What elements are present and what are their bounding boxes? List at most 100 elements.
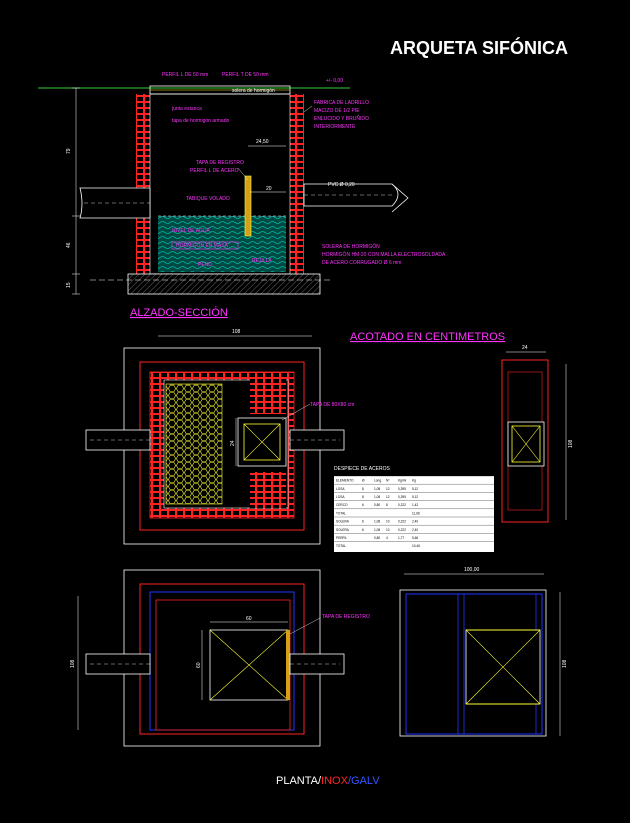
label-wall-3: ENLUCIDO Y BRUÑIDO — [314, 115, 369, 122]
dim-height-lower: 46 — [66, 242, 72, 248]
footer-part-galv: /GALV — [348, 775, 380, 787]
label-cover-1: TAPA DE REGISTRO — [196, 160, 244, 166]
table-cell: Long. — [374, 479, 382, 483]
cover-square — [243, 423, 281, 461]
label-wall-4: INTERIORMENTE — [314, 124, 356, 130]
table-cell: CERCO — [336, 503, 348, 507]
water-body — [158, 216, 286, 272]
top-plan-view: 108 24 TAPA DE 80X80 cm — [85, 329, 354, 545]
dim-lower-height: 60 — [196, 662, 202, 668]
label-wall-1: FABRICA DE LADRILLO — [314, 100, 369, 106]
table-cell: 12 — [386, 487, 390, 491]
table-cell: 5,12 — [412, 487, 418, 491]
side-detail-view: 24 108 — [501, 345, 574, 523]
table-cell: 5,66 — [412, 536, 418, 540]
dim-height-upper: 79 — [66, 148, 72, 154]
label-slope: PEND. — [198, 262, 213, 268]
table-cell: LOSA — [336, 495, 345, 499]
label-sub2: tapa de hormigón armado — [172, 118, 229, 124]
footer-label: PLANTA/INOX/GALV — [276, 775, 380, 787]
dim-lower-width: 60 — [246, 616, 252, 622]
table-cell: 0,80 — [374, 536, 380, 540]
label-water-level: NIVEL DE AGUA — [172, 228, 211, 234]
label-grate: REJILLA — [252, 258, 272, 264]
steel-table: DESPIECE DE ACEROS ELEMENTO Ø Long. Nº Kg/ml… — [334, 466, 494, 552]
table-title: DESPIECE DE ACEROS — [334, 466, 391, 472]
dim-width-top: 24,50 — [256, 139, 269, 145]
label-level: +/- 0,00 — [326, 78, 343, 84]
table-cell: 2,40 — [412, 528, 418, 532]
table-cell: 2,40 — [412, 520, 418, 524]
section-title-dimensions: ACOTADO EN CENTIMETROS — [350, 331, 505, 343]
label-profile-right: PERFIL T DE 50 mm — [222, 72, 269, 78]
table-cell: 6 — [362, 503, 364, 507]
dim-lower-side: 108 — [70, 659, 76, 668]
grate-area — [165, 383, 223, 505]
table-cell: 8 — [386, 503, 388, 507]
label-base-1: SOLERA DE HORMIGÓN — [322, 243, 380, 250]
elevation-section: 79 46 15 24,50 20 PERFIL L DE 50 mm PERF… — [38, 72, 446, 295]
table-cell: 8 — [362, 495, 364, 499]
label-base-2: HORMIGÓN HM-20 CON MALLA ELECTROSOLDADA — [322, 251, 446, 258]
lower-side-view: 100,00 108 — [399, 567, 568, 737]
label-wall-2: MACIZO DE 1/2 PIE — [314, 108, 360, 114]
table-cell: PERFIL — [336, 536, 347, 540]
table-cell: 8 — [362, 487, 364, 491]
table-cell: 1,08 — [374, 495, 380, 499]
table-cell: 10 — [386, 528, 390, 532]
table-cell: 11,66 — [412, 511, 420, 515]
baffle-plate — [244, 175, 252, 237]
table-cell: 1,77 — [398, 536, 404, 540]
dim-side-height: 108 — [568, 439, 574, 448]
table-cell: Kg/ml — [398, 479, 406, 483]
section-title-elevation: ALZADO-SECCIÓN — [130, 306, 228, 319]
table-cell: Kg — [412, 479, 416, 483]
table-cell: TOTAL — [336, 544, 346, 548]
lower-plan-view: 60 60 108 TAPA DE REGISTRO — [70, 569, 370, 747]
label-base-3: DE ACERO CORRUGADO Ø 6 mm — [322, 260, 401, 266]
left-brick-wall — [136, 94, 150, 274]
table-cell: 1,42 — [412, 503, 418, 507]
table-cell: 0,222 — [398, 503, 406, 507]
table-cell: 1,08 — [374, 520, 380, 524]
right-brick-wall — [290, 94, 304, 274]
label-lower-cover: TAPA DE REGISTRO — [322, 614, 370, 620]
table-cell: 1,08 — [374, 487, 380, 491]
dim-spacing: 20 — [266, 186, 272, 192]
table-cell: SOLERA — [336, 520, 350, 524]
table-cell: 5,12 — [412, 495, 418, 499]
table-cell: 6 — [362, 528, 364, 532]
table-cell: Ø — [362, 479, 365, 483]
label-pipe: PVC Ø 0,20 — [328, 182, 355, 188]
base-slab — [127, 273, 321, 295]
label-top-slab: solera de hormigón — [232, 88, 275, 94]
table-cell: ELEMENTO — [336, 479, 354, 483]
table-cell: LOSA — [336, 487, 345, 491]
table-cell: 0,222 — [398, 520, 406, 524]
dim-lower-right: 100,00 — [464, 567, 480, 573]
label-baffle: TABIQUE VOLADO — [186, 196, 230, 202]
table-cell: TOTAL — [336, 511, 346, 515]
label-sub1: junta estanca — [171, 106, 202, 112]
table-cell: 10,46 — [412, 544, 420, 548]
label-cover-2: PERFIL L DE ACERO — [190, 168, 239, 174]
dim-lower-side-right: 108 — [562, 659, 568, 668]
footer-part-inox: INOX — [321, 775, 349, 787]
dim-height-base: 15 — [66, 282, 72, 288]
table-cell: 10 — [386, 520, 390, 524]
drawing-title: ARQUETA SIFÓNICA — [390, 37, 568, 58]
table-cell: 4 — [386, 536, 388, 540]
table-cell: 0,395 — [398, 495, 406, 499]
label-concrete: HORMIGÓN EN MASA — [176, 242, 229, 249]
dim-cover-side: 24 — [230, 440, 236, 446]
table-cell: 1,08 — [374, 528, 380, 532]
table-cell: 0,222 — [398, 528, 406, 532]
table-cell: 12 — [386, 495, 390, 499]
dim-plan-width: 108 — [232, 329, 241, 335]
label-cover: TAPA DE 80X80 cm — [310, 402, 354, 408]
table-cell: Nº — [386, 479, 390, 483]
table-cell: 0,395 — [398, 487, 406, 491]
label-profile-left: PERFIL L DE 50 mm — [162, 72, 208, 78]
table-cell: SOLERA — [336, 528, 350, 532]
